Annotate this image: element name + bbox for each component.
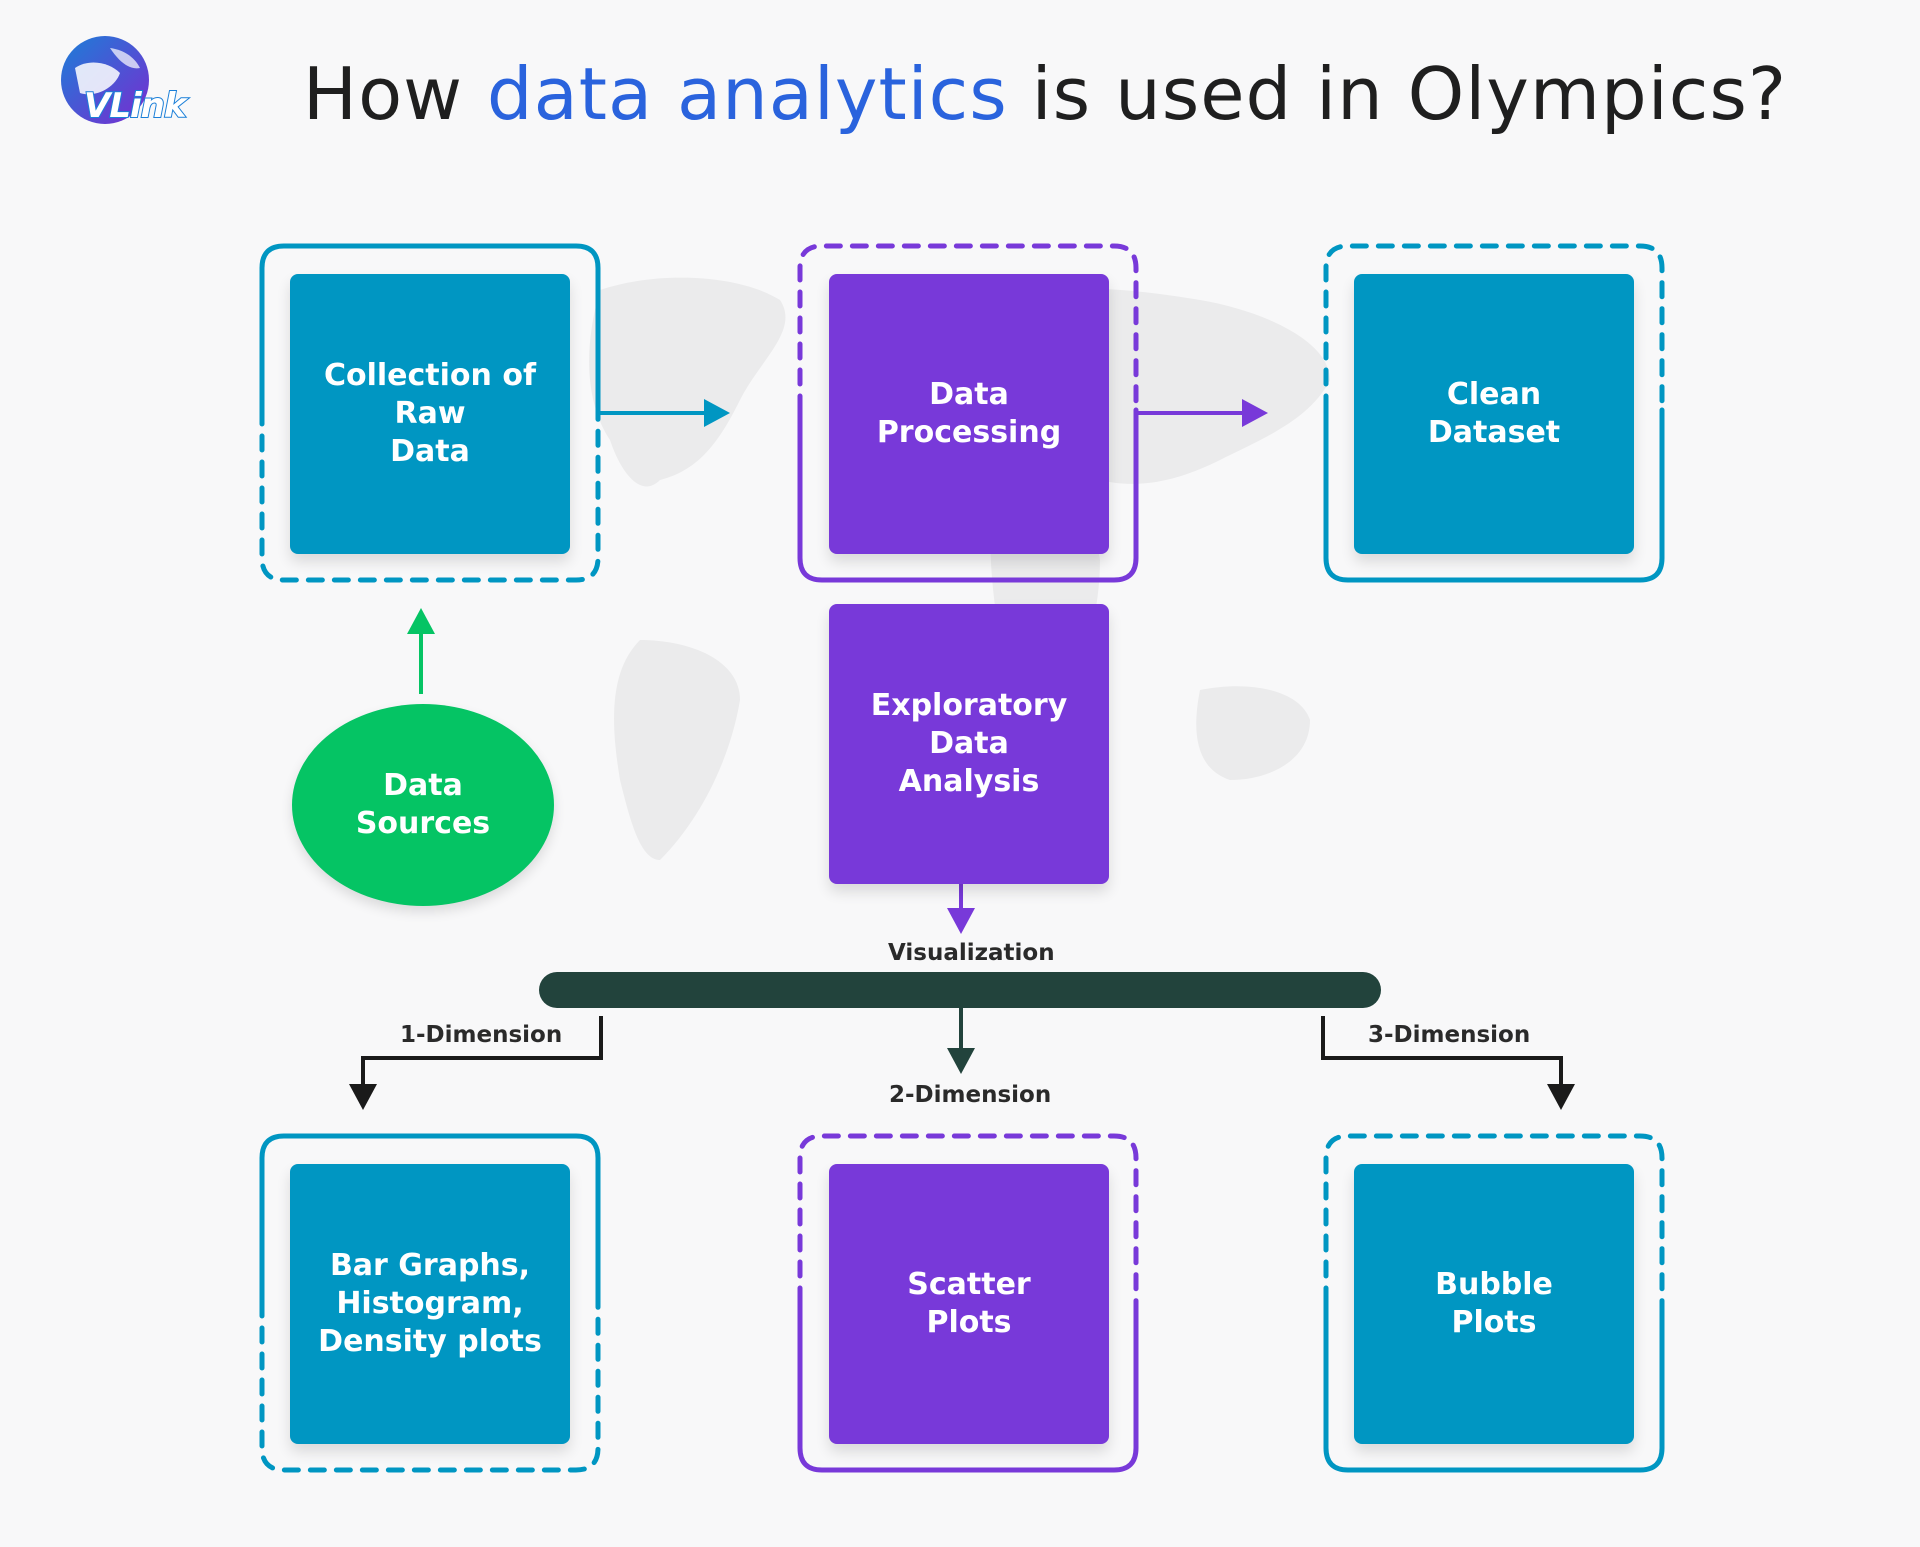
arrow-2d	[947, 1008, 975, 1074]
frame-processing	[797, 243, 1139, 583]
node-raw-data: Collection of Raw Data	[290, 274, 570, 554]
frame-bar-graphs	[259, 1133, 601, 1473]
title-highlight: data analytics	[486, 52, 1008, 136]
node-bar-graphs: Bar Graphs, Histogram, Density plots	[290, 1164, 570, 1444]
arrow-processing-to-clean	[1136, 399, 1268, 427]
frame-clean	[1323, 243, 1665, 583]
label-2-dimension: 2-Dimension	[889, 1082, 1052, 1108]
node-bubble-plots: Bubble Plots	[1354, 1164, 1634, 1444]
node-data-processing: Data Processing	[829, 274, 1109, 554]
visualization-bar	[539, 972, 1381, 1008]
arrow-sources-to-raw	[407, 608, 435, 694]
arrow-raw-to-processing	[598, 399, 730, 427]
arrow-1d	[361, 1016, 603, 1086]
vlink-logo: VLink	[40, 28, 187, 128]
title-suffix: is used in Olympics?	[1007, 52, 1788, 136]
arrow-3d	[1321, 1016, 1563, 1086]
node-scatter-plots: Scatter Plots	[829, 1164, 1109, 1444]
frame-raw-data	[259, 243, 601, 583]
node-data-sources: Data Sources	[292, 704, 554, 906]
arrow-eda-to-visualization	[947, 884, 975, 934]
label-3-dimension: 3-Dimension	[1368, 1022, 1531, 1048]
frame-bubble	[1323, 1133, 1665, 1473]
frame-scatter	[797, 1133, 1139, 1473]
node-clean-dataset: Clean Dataset	[1354, 274, 1634, 554]
node-exploratory-analysis: Exploratory Data Analysis	[829, 604, 1109, 884]
page-title: How data analytics is used in Olympics?	[0, 52, 1920, 136]
logo-wordmark: VLink	[83, 85, 187, 127]
label-visualization: Visualization	[888, 940, 1055, 966]
title-prefix: How	[302, 52, 487, 136]
globe-icon	[61, 36, 149, 124]
label-1-dimension: 1-Dimension	[400, 1022, 563, 1048]
